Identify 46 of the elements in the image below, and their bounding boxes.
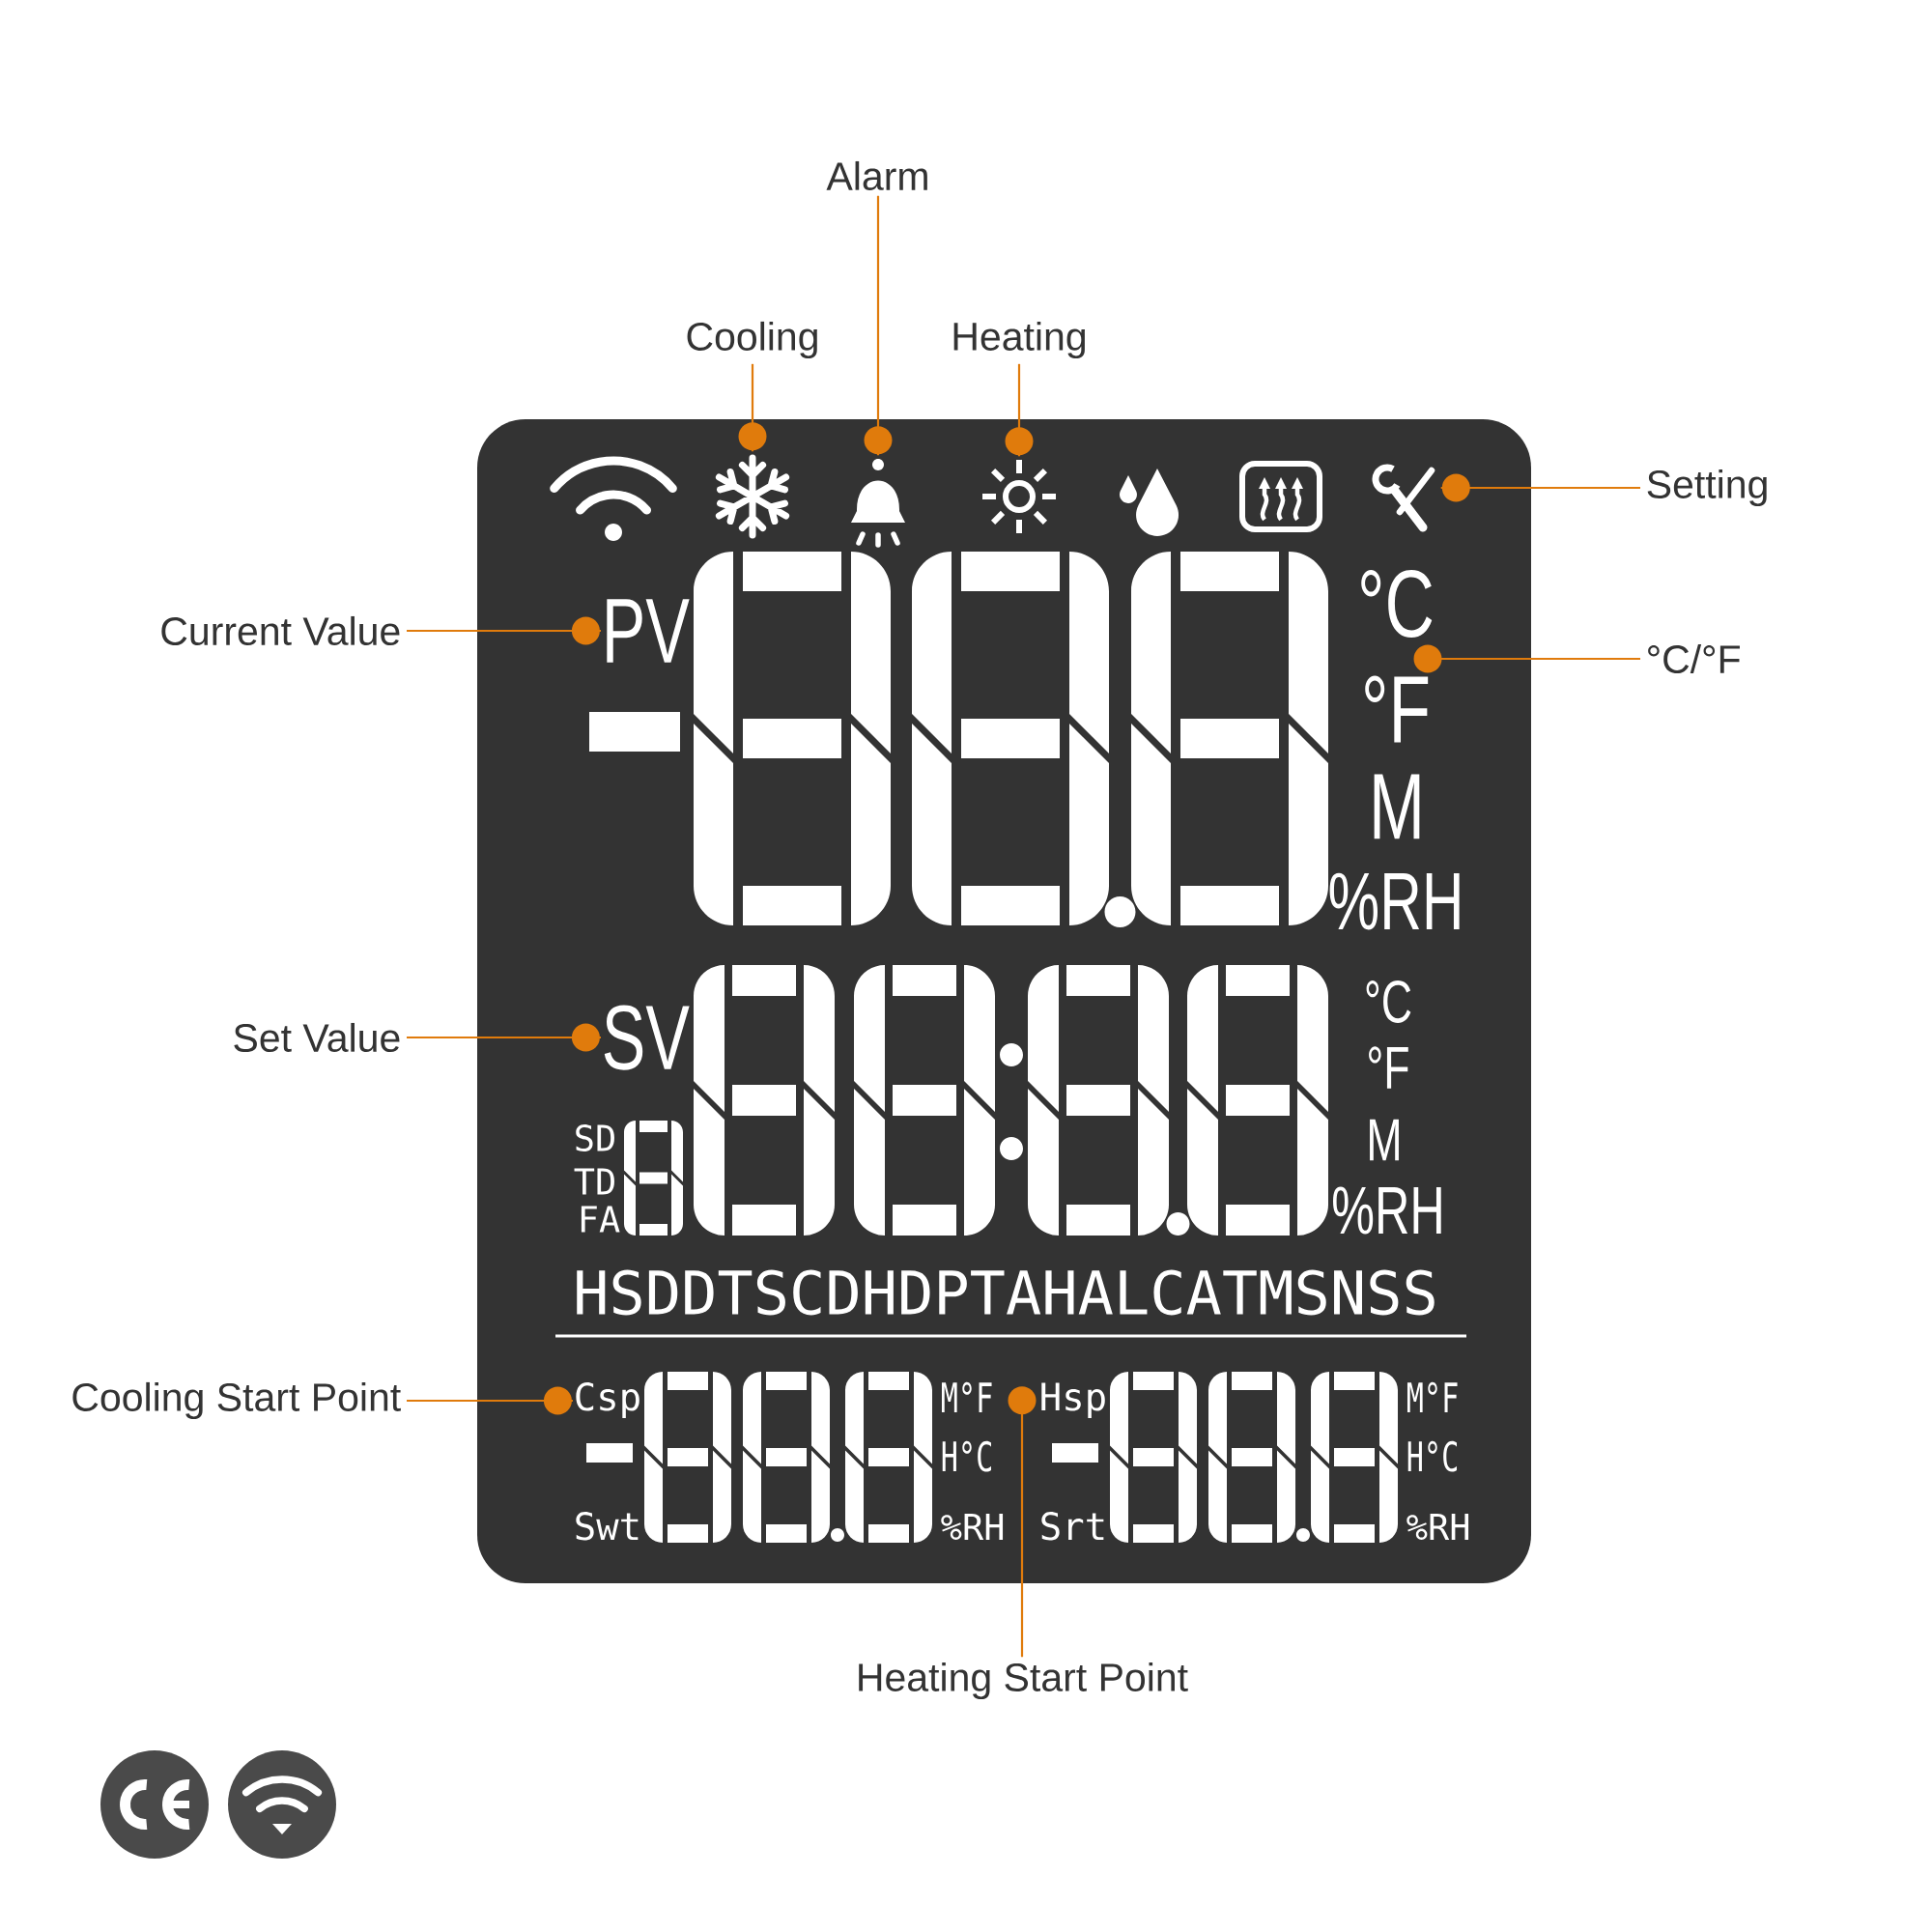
callout-label: Cooling Start Point — [72, 1381, 401, 1420]
display-label: Hsp — [1041, 1382, 1105, 1419]
snowflake-icon — [715, 454, 790, 539]
leader-line — [407, 1023, 601, 1052]
unit-label: H°C — [1407, 1440, 1457, 1472]
indicator-text: HSDDTSCDHDPTAHALCATMSNSS — [577, 1269, 1435, 1316]
unit-label: M — [1370, 1119, 1399, 1161]
leader-line — [738, 363, 767, 452]
leader-line — [407, 616, 601, 645]
callout-label: Heating — [953, 321, 1086, 359]
mode-label: Swt — [576, 1512, 639, 1541]
unit-label: H°C — [942, 1440, 991, 1472]
unit-label: %RH — [1333, 1186, 1441, 1235]
unit-label: °F — [1369, 1046, 1408, 1089]
leader-line — [407, 1386, 573, 1415]
leader-line — [1005, 363, 1034, 457]
leader-line — [1008, 1386, 1037, 1658]
unit-label: °F — [1365, 675, 1429, 743]
leader-line — [1440, 473, 1640, 502]
unit-label: %RH — [1406, 1514, 1469, 1540]
sun-icon — [980, 457, 1059, 536]
unit-label: %RH — [941, 1514, 1004, 1540]
leader-line — [864, 195, 893, 456]
bell-icon — [851, 459, 905, 548]
unit-label: %RH — [1329, 872, 1460, 930]
callout-label: Alarm — [826, 160, 927, 191]
callout-label: Set Value — [234, 1022, 400, 1053]
display-label: SV — [604, 1005, 690, 1070]
unit-label: °C — [1366, 980, 1411, 1023]
callout-label: Setting — [1647, 469, 1767, 507]
callout-label: Current Value — [161, 615, 400, 646]
unit-label: °C — [1361, 569, 1433, 639]
unit-label: M°F — [1407, 1381, 1458, 1412]
display-label: Csp — [576, 1382, 639, 1419]
leader-line — [1413, 644, 1640, 673]
display-label: PV — [607, 599, 690, 663]
callout-label: °C/°F — [1648, 643, 1740, 674]
unit-label: M°F — [942, 1381, 992, 1412]
callout-label: Cooling — [687, 321, 817, 359]
mode-label: SD — [576, 1124, 614, 1151]
unit-label: M — [1374, 774, 1420, 839]
mode-label: TD — [574, 1168, 614, 1195]
mode-label: Srt — [1041, 1512, 1104, 1541]
wrench-icon — [1372, 464, 1435, 532]
mode-label: FA — [581, 1206, 620, 1233]
callout-label: Heating Start Point — [859, 1662, 1188, 1700]
